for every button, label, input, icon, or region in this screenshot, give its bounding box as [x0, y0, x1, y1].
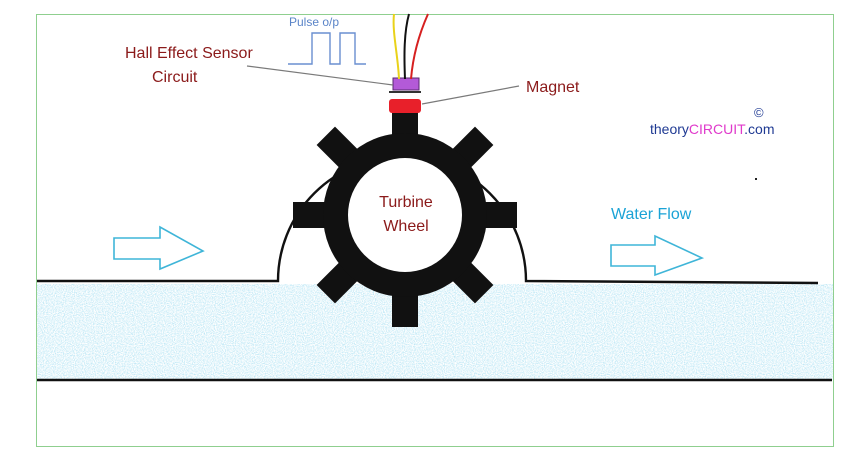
stray-dot [755, 178, 757, 180]
sensor-pointer-line [246, 65, 394, 86]
magnet [389, 99, 421, 113]
turbine-label-line1: Turbine [379, 194, 433, 211]
pulse-waveform [288, 32, 366, 65]
sensor-label-line1: Hall Effect Sensor [125, 45, 253, 62]
hall-sensor [392, 77, 420, 91]
water-flow-label: Water Flow [611, 206, 692, 223]
brand-text: theoryCIRCUIT.com [650, 121, 775, 137]
flow-arrow-left [113, 225, 205, 271]
turbine-hub [348, 158, 462, 272]
brand-part3: .com [744, 121, 774, 137]
water-region [37, 284, 833, 380]
brand-part2: CIRCUIT [689, 121, 746, 137]
pulse-label: Pulse o/p [289, 15, 339, 29]
flow-arrow-right [610, 234, 705, 277]
magnet-label: Magnet [526, 79, 580, 96]
sensor-label-line2: Circuit [152, 69, 198, 86]
turbine-wheel [293, 103, 517, 327]
sensor-wires [392, 13, 429, 80]
magnet-pointer-line [421, 85, 520, 105]
brand-copyright: © [754, 105, 764, 120]
brand-part1: theory [650, 121, 689, 137]
turbine-label-line2: Wheel [383, 218, 428, 235]
